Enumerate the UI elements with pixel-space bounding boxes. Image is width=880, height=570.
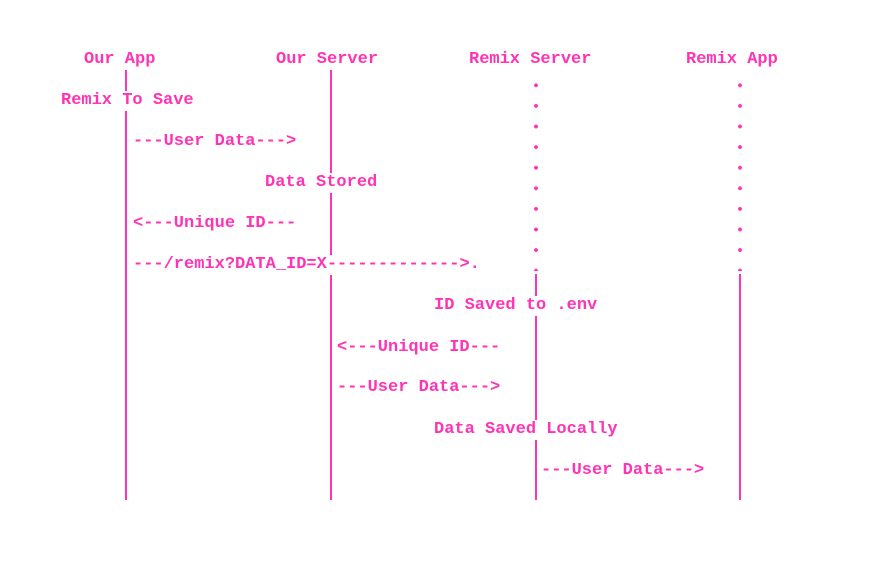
message-unique-id-to-app: <---Unique ID--- [133,214,297,234]
participant-remix-server: Remix Server [469,50,592,70]
lifeline-our-app [125,68,127,500]
lifeline-remix-server [535,274,537,500]
lifeline-remix-app [739,274,741,500]
lifeline-remix-app-dotted [738,75,742,271]
message-unique-id-to-server: <---Unique ID--- [337,338,501,358]
participant-our-app: Our App [84,50,156,70]
message-user-data-to-remix-app: ---User Data---> [541,461,705,481]
message-user-data-to-remix-server: ---User Data---> [337,378,501,398]
participant-our-server: Our Server [276,50,379,70]
message-remix-request: ---/remix?DATA_ID=X------------->. [133,255,480,275]
note-remix-to-save: Remix To Save [61,91,194,111]
participant-remix-app: Remix App [686,50,778,70]
lifeline-remix-server-dotted [534,75,538,271]
note-id-saved-to-env: ID Saved to .env [434,296,598,316]
message-user-data-to-server: ---User Data---> [133,132,297,152]
note-data-stored: Data Stored [265,173,378,193]
lifeline-our-server [330,68,332,500]
note-data-saved-locally: Data Saved Locally [434,420,618,440]
